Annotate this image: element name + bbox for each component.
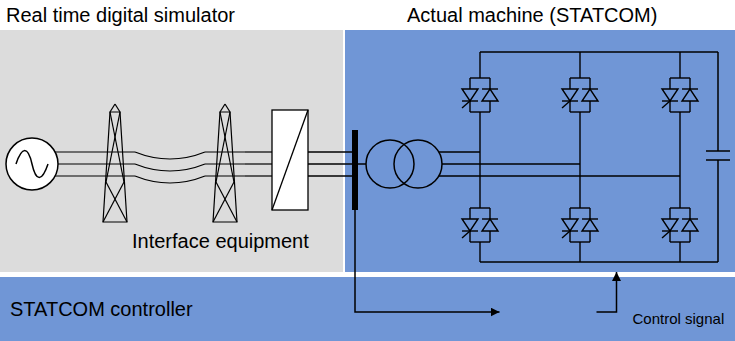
transformer-symbol — [366, 140, 442, 188]
part-label: Interface equipment — [132, 230, 309, 253]
ac-source — [6, 138, 58, 190]
controller-band: STATCOM controllercontroller — [0, 277, 735, 341]
region-heading: STATCOM controller — [10, 298, 193, 321]
region-heading: Real time digital simulator — [6, 4, 235, 27]
region-heading: Actual machine (STATCOM) — [407, 4, 657, 27]
signal-label: Control signal — [633, 310, 725, 327]
